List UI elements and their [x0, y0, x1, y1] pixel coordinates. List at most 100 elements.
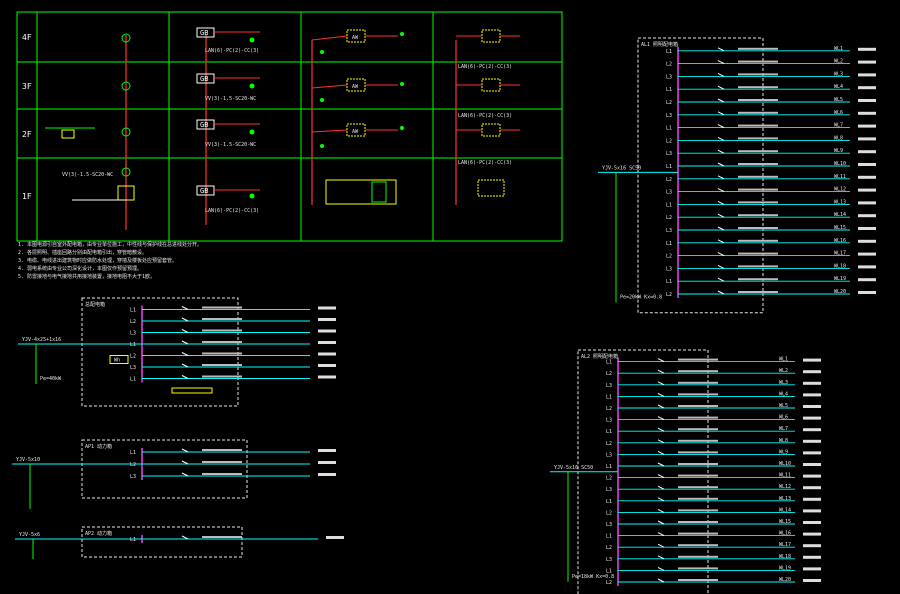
panel-note: Pe=40kW [40, 376, 62, 382]
load-description [803, 416, 821, 420]
load-description [803, 358, 821, 362]
panel-title: AL1 照明配电箱 [641, 41, 678, 48]
panel-title: AL2 照明配电箱 [581, 353, 618, 360]
load-description [803, 428, 821, 432]
breaker-symbol [657, 543, 665, 548]
circuit-number: WL20 [779, 577, 791, 583]
breaker-symbol [717, 72, 725, 77]
circuit-phase: L3 [606, 452, 612, 458]
note-2: 2. 各层照明、插座回路分别由配电箱引出，穿管暗敷设。 [18, 249, 147, 256]
riser-cable-c4c: LAN(6)-PC(2)-CC(3) [458, 160, 512, 166]
breaker-symbol [657, 462, 665, 467]
circuit-phase: L2 [666, 100, 672, 106]
gb-label: GB [200, 187, 208, 195]
cable-spec-text [738, 175, 778, 178]
breaker-symbol [657, 358, 665, 363]
breaker-symbol [657, 555, 665, 560]
panel-title: AP1 动力箱 [85, 443, 112, 450]
outlet-symbols [121, 33, 131, 177]
breaker-symbol [181, 375, 189, 379]
gb-label: GB [200, 29, 208, 37]
load-description [803, 521, 821, 524]
cable-spec-text [738, 60, 778, 63]
cable-spec-text [738, 124, 778, 127]
breaker-symbol [717, 200, 725, 205]
load-description [318, 318, 336, 321]
cable-spec-text [738, 150, 778, 153]
load-description [803, 509, 821, 513]
circuit-phase: L2 [666, 177, 672, 183]
circuit-phase: L2 [130, 354, 136, 360]
panel-note: Pe=18kW Kx=0.8 [572, 574, 614, 580]
cable-spec-text [678, 532, 718, 535]
cable-spec-text [202, 449, 242, 451]
circuit-phase: L3 [666, 74, 672, 80]
circuit-phase: L1 [606, 499, 612, 505]
circuit-number: WL6 [779, 415, 788, 421]
circuit-phase: L2 [666, 215, 672, 221]
circuit-number: WL10 [834, 161, 846, 167]
aw-label: AW [352, 129, 359, 135]
design-notes: 1. 本图电源引自室外配电箱，由专业单位施工，中性线与保护线在总进线处分开。 2… [18, 241, 202, 280]
breaker-symbol [717, 226, 725, 231]
cable-spec-text [738, 291, 778, 293]
circuit-phase: L3 [606, 522, 612, 528]
circuit-phase: L1 [130, 450, 136, 456]
load-description [858, 214, 876, 218]
breaker-symbol [181, 460, 189, 465]
aw-label: AW [352, 35, 359, 41]
circuit-number: WL20 [834, 289, 846, 295]
load-description [803, 451, 821, 455]
load-description [326, 536, 344, 539]
load-description [858, 188, 876, 192]
breaker-symbol [657, 485, 665, 490]
circuit-number: WL17 [779, 542, 791, 548]
circuit-phase: L3 [130, 331, 136, 337]
load-description [803, 567, 821, 571]
circuit-phase: L1 [606, 534, 612, 540]
circuit-phase: L1 [606, 360, 612, 366]
load-description [858, 291, 876, 294]
breaker-symbol [717, 252, 725, 257]
load-description [803, 439, 821, 443]
circuit-phase: L1 [666, 202, 672, 208]
circuit-number: WL12 [779, 484, 791, 490]
breaker-symbol [181, 472, 189, 477]
cable-spec-text [678, 544, 718, 547]
cable-spec-text [678, 579, 718, 581]
circuit-phase: L1 [666, 164, 672, 170]
circuit-phase: L3 [666, 151, 672, 157]
meter-label: Wh [114, 358, 120, 364]
circuit-number: WL13 [834, 199, 846, 205]
load-description [318, 473, 336, 476]
circuit-phase: L3 [666, 113, 672, 119]
breaker-symbol [717, 264, 725, 269]
load-description [803, 579, 821, 582]
load-description [858, 265, 876, 269]
breaker-symbol [717, 85, 725, 90]
cable-spec-text [678, 428, 718, 431]
cable-spec-text [738, 99, 778, 101]
circuit-number: WL16 [834, 238, 846, 244]
breaker-symbol [717, 188, 725, 193]
breaker-symbol [657, 381, 665, 386]
cable-spec-text [678, 370, 718, 373]
breaker-symbol [717, 111, 725, 116]
circuit-number: WL10 [779, 461, 791, 467]
cable-spec-text [678, 451, 718, 454]
breaker-symbol [717, 162, 725, 167]
cable-spec-text [678, 474, 718, 477]
load-description [803, 474, 821, 478]
breaker-symbol [717, 175, 725, 180]
circuit-number: WL18 [834, 263, 846, 269]
circuit-phase: L1 [666, 279, 672, 285]
breaker-symbol [717, 124, 725, 129]
circuit-phase: L2 [606, 580, 612, 586]
circuit-number: WL11 [779, 473, 791, 479]
circuit-number: WL8 [834, 135, 843, 141]
